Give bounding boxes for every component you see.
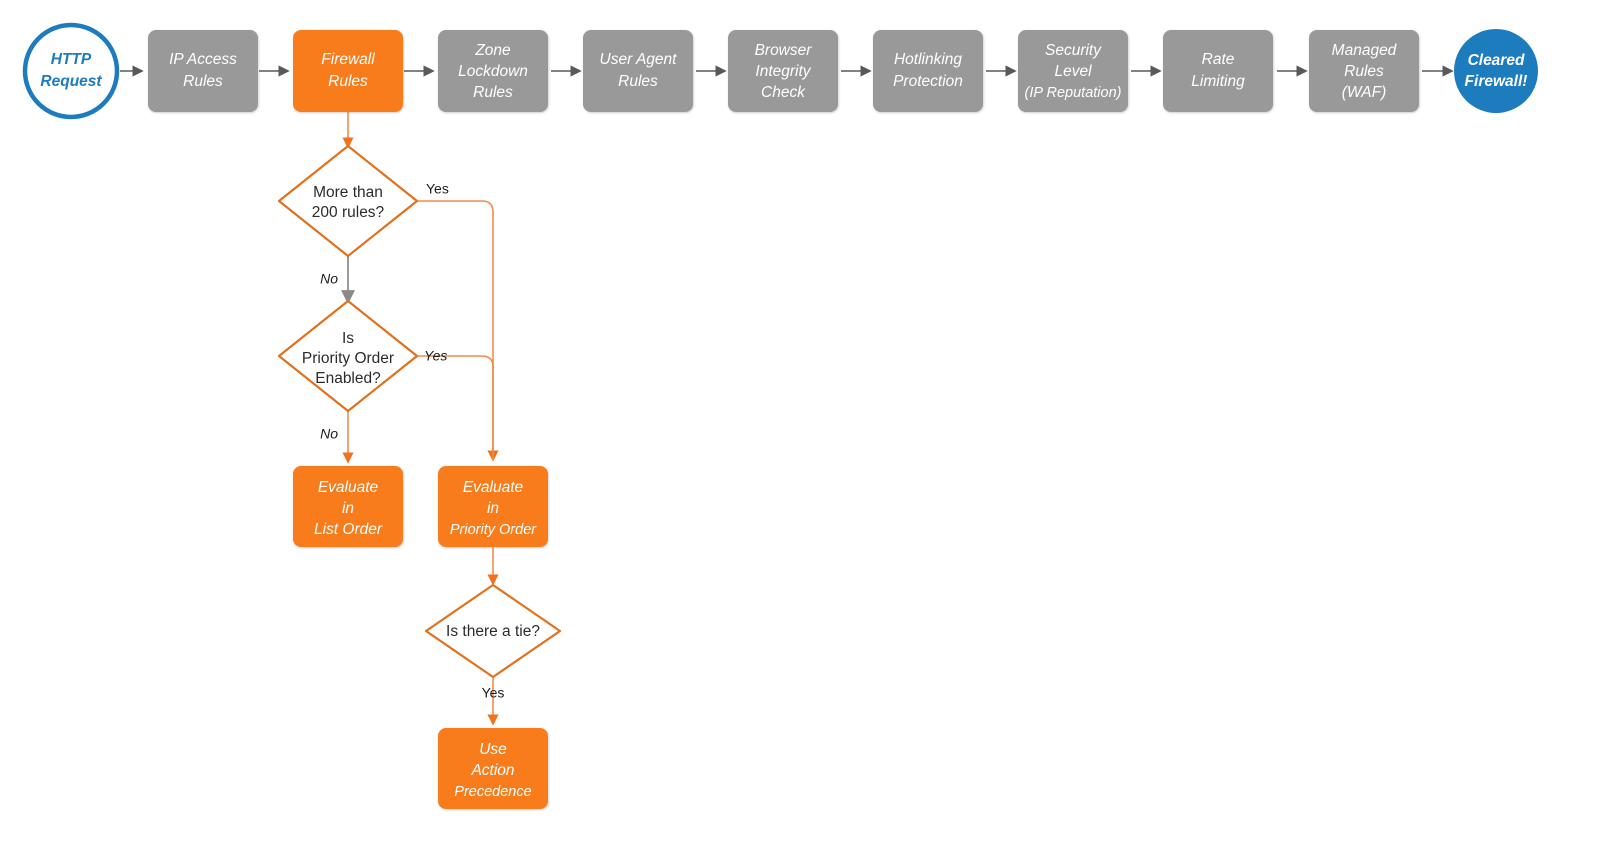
http-request-line-2: Request (40, 73, 102, 90)
branch-connectors (341, 112, 499, 726)
security-level-box (1018, 30, 1128, 112)
more-than-200-rules-line-2: 200 rules? (312, 204, 385, 221)
zone-lockdown-rules-line-2: Lockdown (458, 63, 528, 80)
user-agent-rules-line-2: Rules (618, 73, 658, 90)
evaluate-in-priority-order-box (438, 466, 548, 547)
is-there-a-tie-diamond (424, 583, 562, 679)
hotlinking-protection-line-2: Protection (893, 73, 963, 90)
node-firewall-rules[interactable]: Firewall Rules (293, 30, 403, 112)
node-hotlinking-protection[interactable]: Hotlinking Protection (873, 30, 983, 112)
evaluate-in-priority-order-line-2: in (487, 500, 499, 517)
http-request-circle (22, 22, 120, 120)
zone-lockdown-rules-line-3: Rules (473, 84, 513, 101)
user-agent-rules-box (583, 30, 693, 112)
managed-rules-waf-line-1: Managed (1332, 42, 1398, 59)
browser-integrity-check-line-2: Integrity (755, 63, 811, 80)
ip-access-rules-box (148, 30, 258, 112)
node-security-level[interactable]: Security Level (IP Reputation) (1018, 30, 1128, 112)
http-request-line-1: HTTP (51, 51, 92, 68)
hotlinking-protection-line-1: Hotlinking (894, 51, 962, 68)
evaluate-in-list-order-line-2: in (342, 500, 354, 517)
ip-access-rules-line-2: Rules (183, 73, 223, 90)
managed-rules-waf-box (1309, 30, 1419, 112)
node-managed-rules-waf[interactable]: Managed Rules (WAF) (1309, 30, 1419, 112)
node-use-action-precedence[interactable]: Use Action Precedence (438, 728, 548, 809)
user-agent-rules-line-1: User Agent (600, 51, 678, 68)
cleared-firewall-circle (1454, 29, 1538, 113)
firewall-rules-box (293, 30, 403, 112)
node-http-request[interactable]: HTTP Request (22, 22, 120, 120)
rate-limiting-line-1: Rate (1202, 51, 1235, 68)
decision-is-priority-order-enabled[interactable]: Is Priority Order Enabled? (277, 299, 419, 413)
security-level-line-3: (IP Reputation) (1025, 85, 1122, 101)
firewall-rules-line-1: Firewall (321, 51, 375, 68)
evaluate-in-priority-order-line-3: Priority Order (450, 522, 537, 538)
managed-rules-waf-line-3: (WAF) (1342, 84, 1386, 101)
evaluate-in-list-order-box (293, 466, 403, 547)
ip-access-rules-line-1: IP Access (169, 51, 237, 68)
firewall-rules-line-2: Rules (328, 73, 368, 90)
browser-integrity-check-line-3: Check (761, 84, 806, 101)
edge-label-decision1-yes: Yes (426, 181, 449, 197)
edge-label-tie-yes: Yes (482, 685, 505, 701)
browser-integrity-check-line-1: Browser (755, 42, 813, 59)
decision-more-than-200-rules[interactable]: More than 200 rules? (277, 144, 419, 258)
zone-lockdown-rules-line-1: Zone (474, 42, 511, 59)
rate-limiting-line-2: Limiting (1191, 73, 1245, 90)
node-rate-limiting[interactable]: Rate Limiting (1163, 30, 1273, 112)
security-level-line-1: Security (1045, 42, 1102, 59)
decision-is-there-a-tie[interactable]: Is there a tie? (424, 583, 562, 679)
node-cleared-firewall[interactable]: Cleared Firewall! (1454, 29, 1538, 113)
node-evaluate-in-list-order[interactable]: Evaluate in List Order (293, 466, 403, 547)
evaluate-in-list-order-line-3: List Order (314, 521, 383, 538)
managed-rules-waf-line-2: Rules (1344, 63, 1384, 80)
edge-label-decision2-yes: Yes (424, 348, 447, 364)
cleared-firewall-line-2: Firewall! (1465, 73, 1528, 90)
node-user-agent-rules[interactable]: User Agent Rules (583, 30, 693, 112)
edge-label-decision2-no: No (320, 426, 338, 442)
node-ip-access-rules[interactable]: IP Access Rules (148, 30, 258, 112)
is-priority-order-enabled-line-1: Is (342, 330, 354, 347)
is-there-a-tie-line-1: Is there a tie? (446, 623, 540, 640)
use-action-precedence-line-3: Precedence (454, 784, 531, 800)
is-priority-order-enabled-line-2: Priority Order (302, 350, 394, 367)
node-zone-lockdown-rules[interactable]: Zone Lockdown Rules (438, 30, 548, 112)
edge-labels: Yes No Yes No Yes (320, 181, 504, 701)
connector-decision1-yes (417, 200, 499, 462)
cleared-firewall-line-1: Cleared (1468, 52, 1525, 69)
node-browser-integrity-check[interactable]: Browser Integrity Check (728, 30, 838, 112)
is-priority-order-enabled-diamond (277, 299, 419, 413)
node-evaluate-in-priority-order[interactable]: Evaluate in Priority Order (438, 466, 548, 547)
use-action-precedence-line-2: Action (470, 762, 514, 779)
security-level-line-2: Level (1054, 63, 1092, 80)
zone-lockdown-rules-box (438, 30, 548, 112)
hotlinking-protection-box (873, 30, 983, 112)
use-action-precedence-line-1: Use (479, 741, 507, 758)
more-than-200-rules-diamond (277, 144, 419, 258)
connector-decision2-yes (417, 355, 494, 460)
use-action-precedence-box (438, 728, 548, 809)
is-priority-order-enabled-line-3: Enabled? (315, 370, 381, 387)
browser-integrity-check-box (728, 30, 838, 112)
more-than-200-rules-line-1: More than (313, 184, 383, 201)
evaluate-in-list-order-line-1: Evaluate (318, 479, 379, 496)
rate-limiting-box (1163, 30, 1273, 112)
edge-label-decision1-no: No (320, 271, 338, 287)
evaluate-in-priority-order-line-1: Evaluate (463, 479, 524, 496)
